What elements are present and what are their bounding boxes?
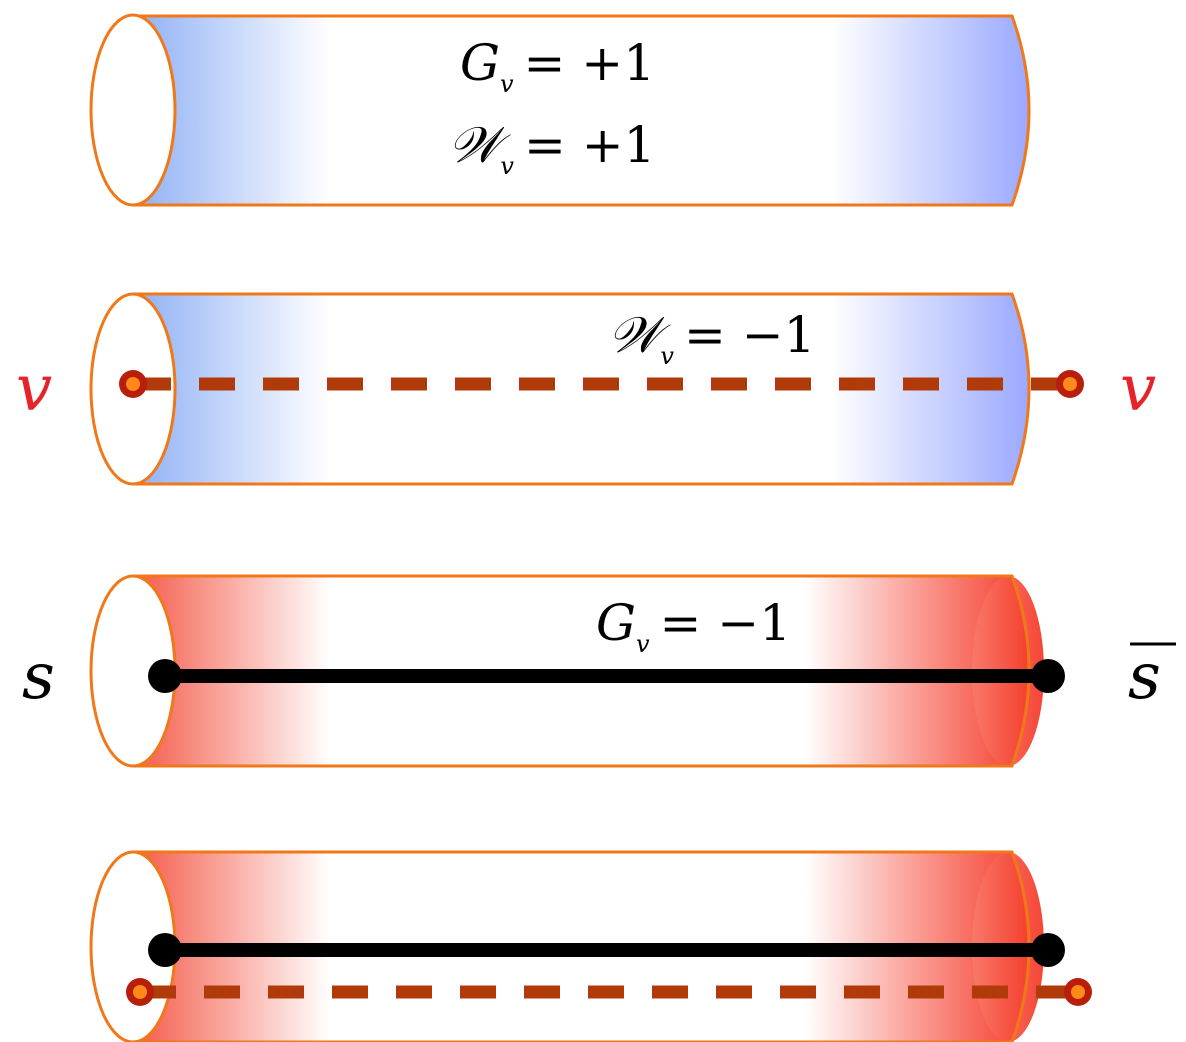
wilson-label: 𝒲v= +1 <box>448 116 655 180</box>
tube-panel-3: Gv= −1 s s <box>22 574 1176 768</box>
tube-panel-2: 𝒲v= −1 v v <box>16 292 1156 486</box>
solid-endpoint-left <box>148 933 182 967</box>
v-label-right: v <box>1120 352 1156 426</box>
solid-endpoint-left <box>148 659 182 693</box>
tube-opening <box>89 13 177 207</box>
tube-panel-1: Gv= +1 𝒲v= +1 <box>89 13 1031 207</box>
tube-panel-4 <box>89 850 1092 1042</box>
dashed-endpoint-right-core <box>1063 377 1077 391</box>
dashed-endpoint-right-core <box>1071 985 1085 999</box>
gauge-label: Gv= +1 <box>460 34 655 98</box>
s-bar-label-right: s <box>1128 640 1161 714</box>
solid-endpoint-right <box>1031 659 1065 693</box>
v-label-left: v <box>16 352 52 426</box>
s-label-left: s <box>22 640 55 714</box>
dashed-endpoint-left-core <box>126 377 140 391</box>
wilson-label: 𝒲v= −1 <box>608 306 815 370</box>
tube-outline <box>133 292 1031 486</box>
tube-body <box>133 16 1029 205</box>
dashed-endpoint-left-core <box>133 985 147 999</box>
solid-endpoint-right <box>1031 933 1065 967</box>
tube-body <box>133 294 1029 484</box>
gauge-label: Gv= −1 <box>596 594 791 658</box>
tube-outline <box>133 14 1031 207</box>
